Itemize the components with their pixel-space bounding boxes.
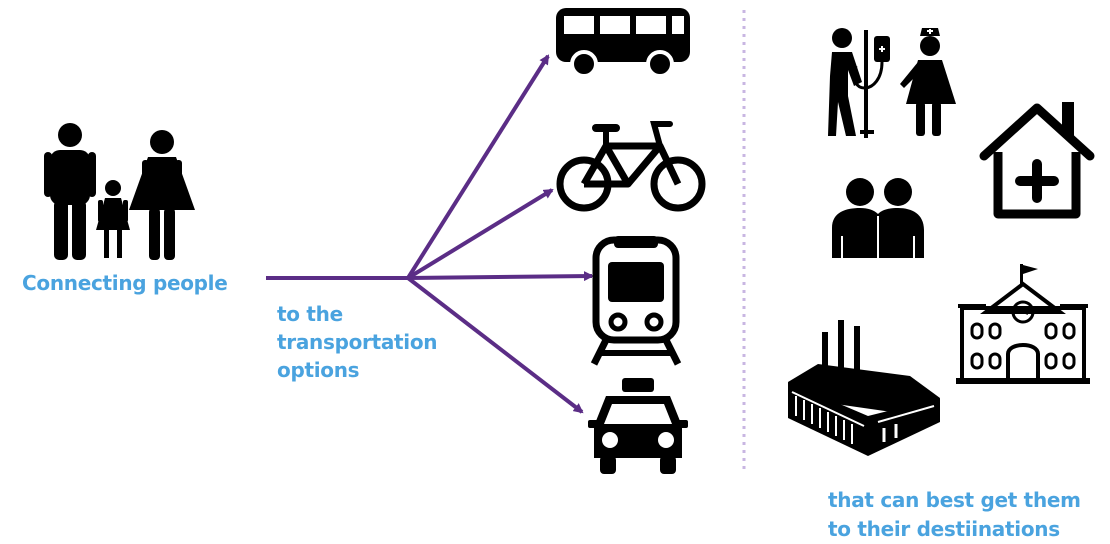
arrow-to-taxi [406,276,584,414]
transportation-options-label: to the transportation options [277,300,477,384]
arrow-to-train [407,271,594,282]
school-icon [956,264,1090,384]
destinations-line-2: to their destiinations [828,517,1060,541]
family-icon [44,123,195,260]
options-line-2: transportation [277,330,438,354]
options-line-1: to the [277,302,343,326]
destinations-line-1: that can best get them [828,488,1081,512]
patient-nurse-icon [828,28,956,138]
home-health-icon [979,102,1095,219]
options-line-3: options [277,358,360,382]
destinations-label: that can best get them to their destiina… [828,486,1108,544]
connecting-people-label: Connecting people [22,271,228,295]
taxi-icon [588,378,688,474]
couple-icon [832,178,924,258]
train-icon [590,236,682,366]
arrow-to-bus [406,54,550,280]
bus-icon [556,8,690,78]
factory-icon [788,320,940,456]
arrow-to-bicycle [406,188,554,280]
bicycle-icon [556,121,706,212]
